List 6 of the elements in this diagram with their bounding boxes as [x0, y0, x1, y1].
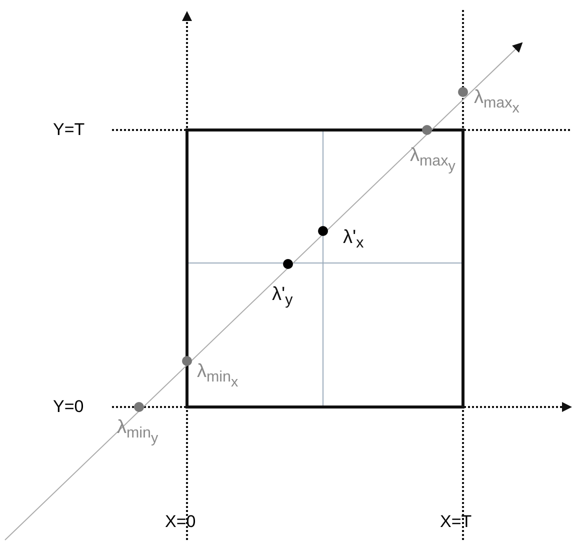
axis-label: X=T: [440, 512, 472, 532]
axis-label: Y=0: [53, 397, 84, 417]
point-label: λ'$_{y}$: [272, 285, 293, 311]
point-label: λ'$_{x}$: [343, 228, 364, 254]
axis-label: X=0: [165, 512, 196, 532]
axis-label: Y=T: [53, 120, 85, 140]
